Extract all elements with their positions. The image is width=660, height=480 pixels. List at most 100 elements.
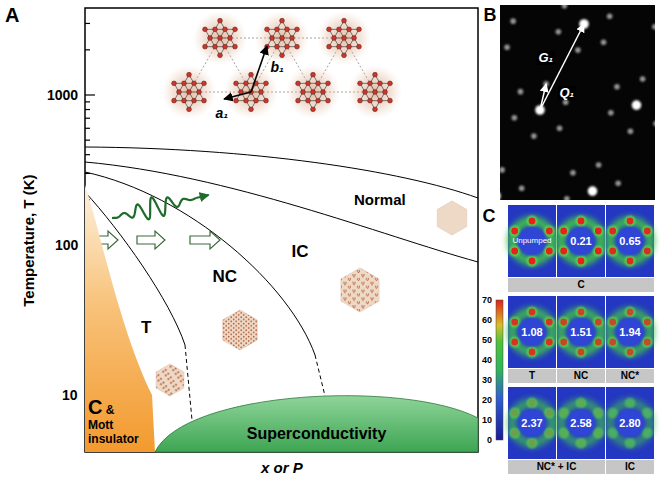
label-holder: Temperature, T (K): [20, 172, 37, 308]
phase-label: Normal: [352, 191, 408, 208]
spot-halo: [576, 307, 587, 318]
ta-atom: [264, 81, 269, 86]
spot-peak: [529, 309, 536, 316]
spot-peak: [511, 248, 518, 255]
vector-label: Q₁: [558, 86, 577, 101]
ta-atom: [347, 44, 352, 49]
charge-density-glow: [286, 65, 340, 119]
label-holder: Normal: [352, 191, 408, 208]
node-shape: [155, 390, 478, 452]
spot-halo: [544, 337, 555, 348]
pulse-direction-arrow: [196, 195, 209, 198]
spot-halo: [527, 256, 538, 267]
node-text: 2.37: [521, 417, 542, 430]
satellite-peak: [614, 84, 620, 90]
axis-tick-label: 10: [60, 387, 80, 403]
spot-peak: [578, 258, 585, 265]
label-holder: NC: [211, 267, 240, 287]
satellite-peak: [628, 128, 634, 134]
phase-boundary: [85, 147, 478, 198]
spot-peak: [529, 349, 536, 356]
ta-atom: [378, 81, 383, 86]
ta-atom: [306, 98, 311, 103]
spot-halo: [607, 226, 618, 237]
diffraction-tile: 2.37: [508, 387, 556, 459]
ta-atom: [295, 44, 300, 49]
label-holder: 0: [485, 435, 494, 445]
spot-peak: [578, 440, 585, 447]
ta-atom: [234, 98, 239, 103]
node-text: Superconductivity: [247, 425, 387, 443]
spot-peak: [644, 228, 651, 235]
label-holder: T: [139, 318, 153, 338]
spot-halo: [509, 226, 520, 237]
ta-atom: [358, 81, 363, 86]
spot-halo: [527, 438, 538, 449]
ta-atom: [202, 98, 207, 103]
ta-atom: [249, 72, 254, 77]
spot-peak: [546, 319, 553, 326]
ta-atom: [280, 53, 285, 58]
satellite-peak: [653, 121, 655, 127]
spot-halo: [593, 226, 604, 237]
light-pulse: [112, 197, 196, 219]
ta-atom: [296, 81, 301, 86]
ta-atom: [337, 27, 342, 32]
label-holder: IC: [290, 242, 311, 262]
diffraction-tile: Unpumped: [508, 205, 556, 277]
colorbar-tick-label: 0: [485, 435, 494, 445]
cdw-pattern: [223, 310, 258, 350]
phase-bar: T: [508, 369, 556, 383]
spot-halo: [607, 337, 618, 348]
phase-boundary-dashed: [185, 345, 192, 420]
satellite-peak: [640, 76, 646, 82]
ta-atom: [254, 98, 259, 103]
vector-label: G₁: [537, 51, 556, 66]
ta-atom: [208, 36, 213, 41]
spot-halo: [509, 408, 520, 419]
axis-tick: [85, 49, 90, 50]
label-holder: 1000: [45, 87, 80, 103]
axis-title: x or P: [259, 459, 305, 476]
label-holder: x or P: [259, 459, 305, 476]
satellite-peak: [519, 185, 525, 191]
vector-label: a₁: [214, 105, 231, 121]
ta-atom: [218, 18, 223, 23]
ta-atom: [275, 27, 280, 32]
spot-peak: [560, 339, 567, 346]
ta-atom: [388, 98, 393, 103]
ta-atom: [223, 27, 228, 32]
node-text: Unpumped: [512, 236, 551, 245]
colorbar: [496, 300, 503, 440]
spot-peak: [595, 228, 602, 235]
spot-peak: [511, 319, 518, 326]
ta-atom: [187, 107, 192, 112]
ta-atom: [202, 81, 207, 86]
diffraction-tile: 1.51: [557, 296, 605, 368]
satellite-peak: [510, 18, 516, 24]
spot-peak: [578, 309, 585, 316]
ta-atom: [337, 44, 342, 49]
spot-peak: [529, 258, 536, 265]
spot-peak: [546, 430, 553, 437]
spot-halo: [527, 307, 538, 318]
axis-tick: [85, 109, 90, 110]
cdw-pattern: [341, 268, 379, 312]
spot-halo: [625, 307, 636, 318]
region-fill: [85, 185, 155, 452]
ta-atom: [192, 81, 197, 86]
tile-ground: [606, 387, 654, 459]
bragg-peak: [588, 186, 598, 196]
ta-atom: [172, 81, 177, 86]
axis-tick: [85, 101, 90, 102]
ta-atom: [172, 98, 177, 103]
ta-atom: [233, 27, 238, 32]
colorbar-tick-label: 70: [480, 295, 494, 305]
spot-halo: [558, 317, 569, 328]
ta-atom: [373, 107, 378, 112]
star-of-david-cluster: [172, 72, 207, 111]
spot-halo: [558, 428, 569, 439]
spot-halo: [642, 337, 653, 348]
diffraction-tile: 2.80: [606, 387, 654, 459]
spot-halo: [607, 317, 618, 328]
